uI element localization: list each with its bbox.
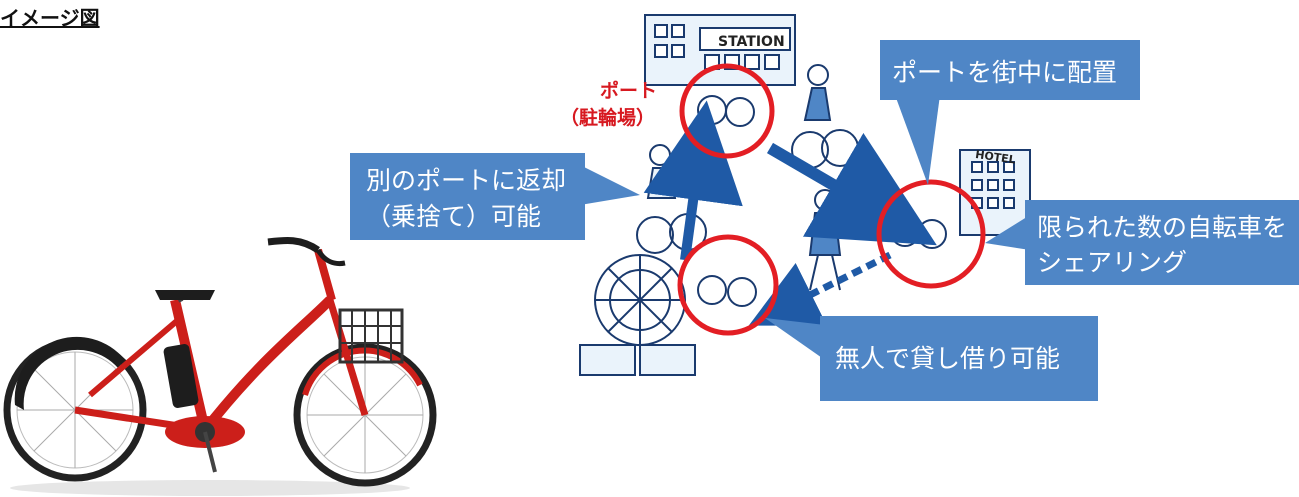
callout-unmanned: 無人で貸し借り可能 (765, 316, 1098, 401)
callout-ports-in-town: ポートを街中に配置 (880, 40, 1140, 185)
station-sign: STATION (718, 34, 785, 50)
port-circle-station (679, 63, 775, 159)
callout-return-anywhere: 別のポートに返却 （乗捨て）可能 (350, 153, 640, 240)
callout-ports-in-town-text: ポートを街中に配置 (892, 58, 1117, 87)
callout-sharing: 限られた数の自転車を シェアリング (985, 200, 1299, 285)
callout-sharing-line1: 限られた数の自転車を (1037, 213, 1287, 242)
port-label-line1: ポート (600, 79, 657, 102)
callout-sharing-line2: シェアリング (1037, 248, 1187, 277)
port-circles (677, 63, 986, 336)
hotel-sign: HOTEL (974, 148, 1016, 167)
flow-arrows (643, 100, 937, 326)
port-label-line2: （駐輪場） (560, 106, 655, 129)
callout-unmanned-text: 無人で貸し借り可能 (835, 344, 1060, 373)
port-circle-hotel (876, 179, 986, 289)
page-title: イメージ図 (0, 6, 100, 30)
callout-return-line2: （乗捨て）可能 (366, 202, 541, 231)
callout-return-line1: 別のポートに返却 (366, 166, 566, 195)
red-bicycle-illustration (3, 236, 437, 496)
port-circle-park (677, 234, 779, 336)
